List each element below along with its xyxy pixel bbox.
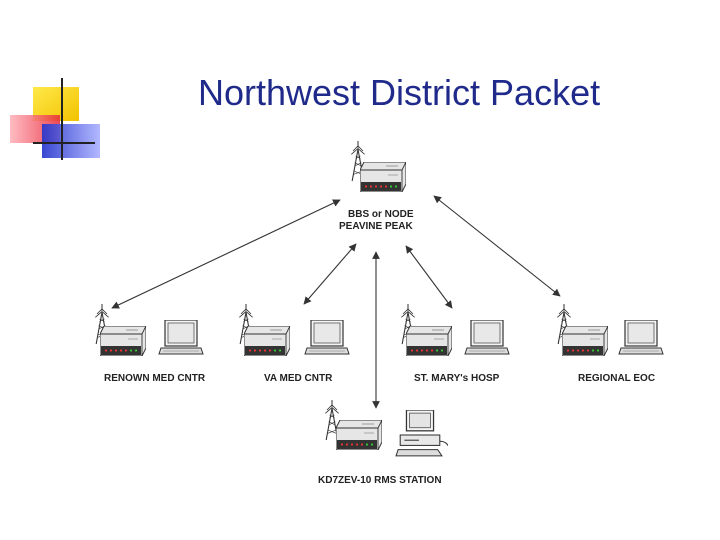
tnc-modem-icon (100, 326, 146, 356)
station-label: KD7ZEV-10 RMS STATION (318, 475, 442, 486)
laptop-icon (464, 320, 510, 355)
tnc-modem-icon (360, 162, 406, 192)
laptop-icon (618, 320, 664, 355)
link-hub-eoc (433, 195, 561, 297)
tnc-modem-icon (406, 326, 452, 356)
hub-station: BBS or NODE PEAVINE PEAK (339, 140, 414, 232)
link-hub-stmarys (405, 245, 453, 309)
station-eoc: REGIONAL EOC (556, 303, 664, 384)
station-renown: RENOWN MED CNTR (94, 303, 206, 384)
station-va: VA MED CNTR (238, 303, 350, 384)
hub-label-line2: PEAVINE PEAK (339, 221, 413, 232)
station-label: RENOWN MED CNTR (104, 373, 206, 384)
hub-label-line1: BBS or NODE (348, 209, 414, 220)
tnc-modem-icon (244, 326, 290, 356)
desktop-computer-icon (395, 410, 448, 457)
link-hub-va (303, 243, 357, 305)
page-title: Northwest District Packet (198, 72, 601, 113)
station-label: REGIONAL EOC (578, 373, 655, 384)
tnc-modem-icon (562, 326, 608, 356)
slide-logo-icon (10, 78, 100, 160)
link-hub-renown (111, 199, 341, 309)
station-label: VA MED CNTR (264, 373, 333, 384)
station-rms: KD7ZEV-10 RMS STATION (318, 399, 448, 486)
tnc-modem-icon (336, 420, 382, 450)
station-label: ST. MARY's HOSP (414, 373, 500, 384)
laptop-icon (304, 320, 350, 355)
laptop-icon (158, 320, 204, 355)
station-stmarys: ST. MARY's HOSP (400, 303, 510, 384)
